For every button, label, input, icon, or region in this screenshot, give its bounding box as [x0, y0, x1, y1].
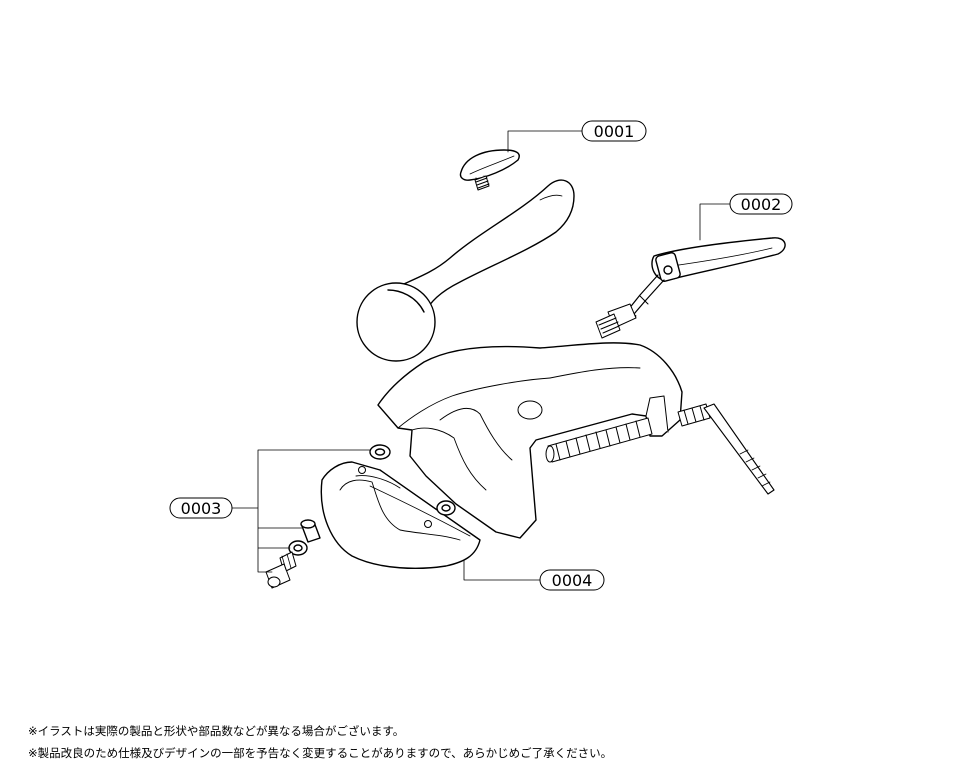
- callout-0003: 0003: [169, 497, 233, 519]
- callout-label-0004: 0004: [552, 571, 593, 590]
- disclaimer-note-specification: ※製品改良のため仕様及びデザインの一部を予告なく変更することがありますので、あら…: [28, 746, 613, 760]
- callout-0002: 0002: [729, 193, 793, 215]
- callout-label-0002: 0002: [741, 195, 782, 214]
- leader-lines: [231, 130, 731, 581]
- callout-label-0003: 0003: [181, 499, 222, 518]
- t-handle-bar: [703, 403, 775, 495]
- washer-body: [436, 500, 456, 516]
- callout-0001: 0001: [581, 120, 647, 142]
- washer-top: [369, 444, 391, 460]
- callout-label-0001: 0001: [594, 122, 635, 141]
- washer-small: [288, 540, 308, 556]
- release-lever-part: [595, 237, 786, 339]
- knob-cap-part: [459, 149, 520, 191]
- lever-handle: [356, 179, 575, 362]
- clamp-body: [377, 342, 683, 539]
- threaded-rod: [545, 403, 711, 463]
- hex-bolt: [265, 551, 297, 589]
- callout-0004: 0004: [539, 569, 605, 591]
- disclaimer-note-illustration: ※イラストは実際の製品と形状や部品数などが異なる場合がございます。: [28, 724, 405, 738]
- spacer-sleeve: [300, 519, 321, 543]
- disclaimer-notes: ※イラストは実際の製品と形状や部品数などが異なる場合がございます。 ※製品改良の…: [28, 720, 928, 764]
- clamp-bracket-part: [320, 461, 481, 569]
